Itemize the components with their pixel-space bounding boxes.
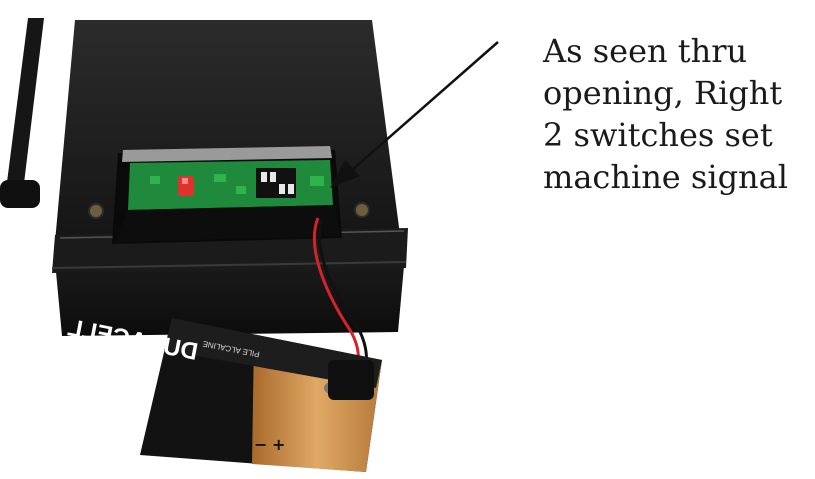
caption-line-3: 2 switches set	[543, 116, 773, 154]
caption-line-4: machine signal	[543, 158, 788, 196]
screw-left	[88, 203, 104, 219]
dip-switch	[256, 168, 296, 198]
caption-line-2: opening, Right	[543, 74, 783, 112]
opening	[112, 146, 342, 244]
circuit-board	[128, 160, 333, 210]
battery: DURACELL PILE ALCALINE DURACELL + −	[65, 314, 382, 479]
battery-minus: −	[254, 435, 267, 454]
battery-plus: +	[272, 435, 285, 454]
caption-line-1: As seen thru	[543, 32, 748, 70]
caption: As seen thru opening, Right 2 switches s…	[543, 30, 808, 198]
antenna	[0, 18, 44, 208]
device-photo: DURACELL PILE ALCALINE DURACELL + −	[0, 18, 408, 479]
screw-right	[354, 202, 370, 218]
